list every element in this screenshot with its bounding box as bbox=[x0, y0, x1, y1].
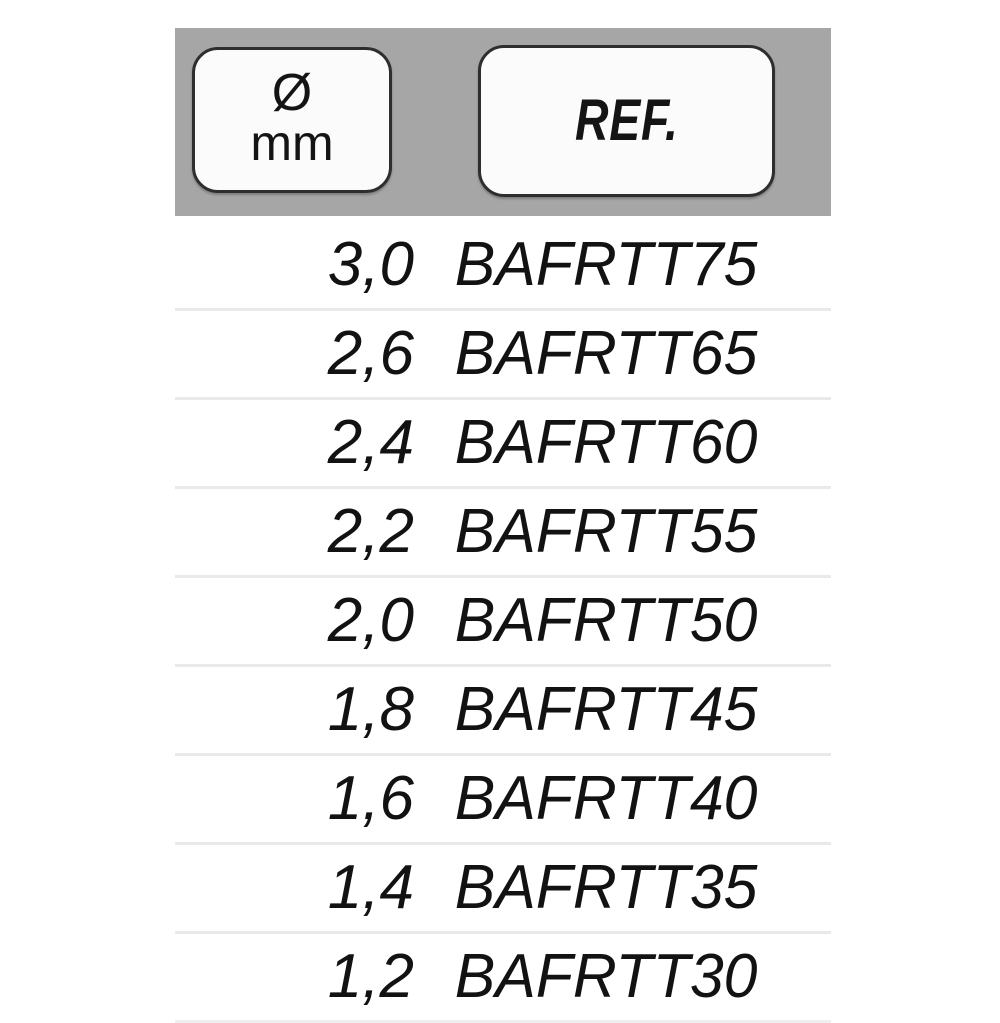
specification-table-page: Ø mm REF. 3,0 BAFRTT75 2,6 BAFRTT65 2,4 … bbox=[175, 28, 831, 1023]
cell-diameter: 1,6 bbox=[327, 764, 414, 833]
table-row: 1,8 BAFRTT45 bbox=[175, 667, 831, 756]
table-header-band: Ø mm REF. bbox=[175, 28, 831, 216]
cell-reference: BAFRTT60 bbox=[454, 408, 758, 477]
table-row: 1,4 BAFRTT35 bbox=[175, 845, 831, 934]
cell-diameter: 2,0 bbox=[327, 586, 414, 655]
cell-reference: BAFRTT30 bbox=[454, 942, 758, 1011]
reference-column-label: REF. bbox=[574, 88, 679, 153]
cell-reference: BAFRTT75 bbox=[454, 230, 758, 299]
table-body: 3,0 BAFRTT75 2,6 BAFRTT65 2,4 BAFRTT60 2… bbox=[175, 222, 831, 1023]
cell-reference: BAFRTT50 bbox=[454, 586, 758, 655]
header-cell-reference: REF. bbox=[478, 45, 775, 197]
table-row: 3,0 BAFRTT75 bbox=[175, 222, 831, 311]
cell-reference: BAFRTT65 bbox=[454, 319, 758, 388]
cell-reference: BAFRTT35 bbox=[454, 853, 758, 922]
cell-reference: BAFRTT55 bbox=[454, 497, 758, 566]
table-row: 2,2 BAFRTT55 bbox=[175, 489, 831, 578]
cell-reference: BAFRTT40 bbox=[454, 764, 758, 833]
cell-diameter: 3,0 bbox=[327, 230, 414, 299]
cell-diameter: 1,4 bbox=[327, 853, 414, 922]
table-row: 1,6 BAFRTT40 bbox=[175, 756, 831, 845]
table-row: 2,4 BAFRTT60 bbox=[175, 400, 831, 489]
cell-diameter: 2,4 bbox=[327, 408, 414, 477]
cell-reference: BAFRTT45 bbox=[454, 675, 758, 744]
cell-diameter: 1,2 bbox=[327, 942, 414, 1011]
table-row: 2,0 BAFRTT50 bbox=[175, 578, 831, 667]
header-cell-diameter: Ø mm bbox=[192, 47, 392, 193]
cell-diameter: 2,6 bbox=[327, 319, 414, 388]
diameter-icon: Ø bbox=[271, 64, 313, 123]
cell-diameter: 2,2 bbox=[327, 497, 414, 566]
diameter-unit-label: mm bbox=[250, 114, 334, 171]
table-row: 2,6 BAFRTT65 bbox=[175, 311, 831, 400]
table-row: 1,2 BAFRTT30 bbox=[175, 934, 831, 1023]
cell-diameter: 1,8 bbox=[327, 675, 414, 744]
